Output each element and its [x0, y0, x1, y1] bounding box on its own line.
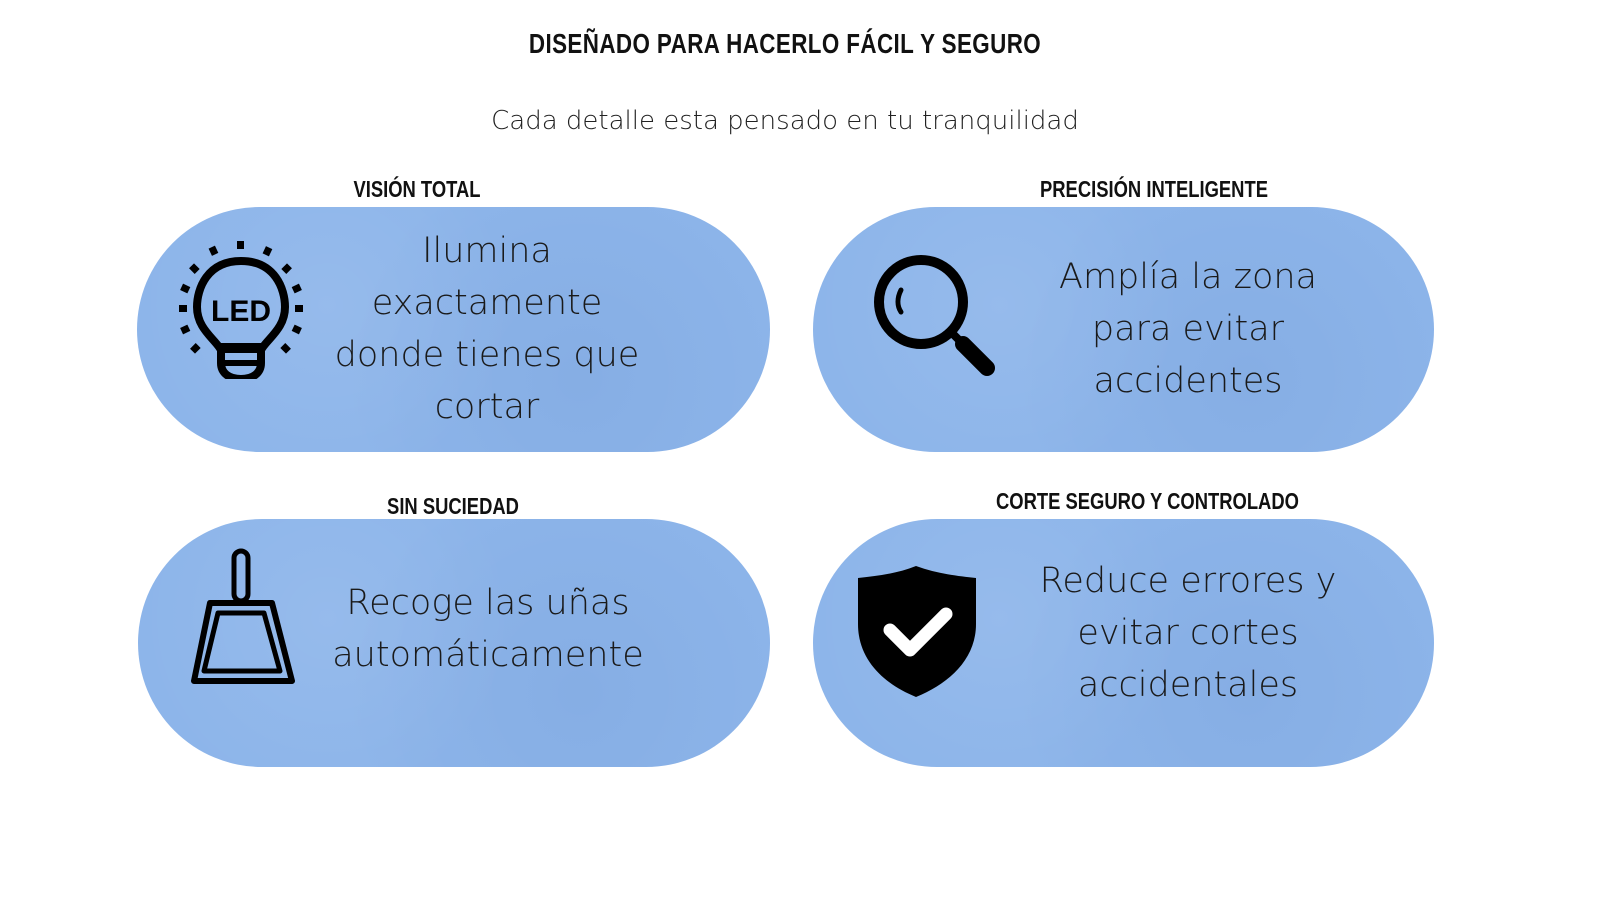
- feature-card-safe-cut: Reduce errores y evitar cortes accidenta…: [813, 519, 1434, 767]
- feature-label-precision: PRECISIÓN INTELIGENTE: [1040, 176, 1268, 202]
- feature-card-clean: Recoge las uñas automáticamente: [138, 519, 770, 767]
- feature-text-precision: Amplía la zona para evitar accidentes: [1003, 251, 1373, 407]
- text-line: accidentes: [1093, 361, 1283, 401]
- feature-text-vision: Ilumina exactamente donde tienes que cor…: [307, 225, 667, 433]
- text-line: accidentales: [1077, 665, 1299, 705]
- feature-text-clean: Recoge las uñas automáticamente: [313, 577, 663, 681]
- led-bulb-icon: LED: [179, 241, 303, 379]
- text-line: Recoge las uñas: [346, 583, 630, 623]
- text-line: donde tienes que: [334, 335, 640, 375]
- page-title: DISEÑADO PARA HACERLO FÁCIL Y SEGURO: [528, 28, 1042, 59]
- text-line: Amplía la zona: [1059, 257, 1317, 297]
- shield-check-icon: [858, 566, 976, 697]
- text-line: Reduce errores y: [1039, 561, 1337, 601]
- dustpan-icon: [191, 548, 295, 684]
- feature-card-precision: Amplía la zona para evitar accidentes: [813, 207, 1434, 452]
- text-line: cortar: [434, 387, 540, 427]
- text-line: automáticamente: [332, 635, 644, 675]
- text-line: evitar cortes: [1077, 613, 1299, 653]
- page-subtitle: Cada detalle esta pensado en tu tranquil…: [491, 106, 1079, 136]
- feature-text-safe-cut: Reduce errores y evitar cortes accidenta…: [1003, 555, 1373, 711]
- feature-label-clean: SIN SUCIEDAD: [387, 493, 519, 519]
- text-line: Ilumina: [422, 231, 552, 271]
- text-line: para evitar: [1091, 309, 1285, 349]
- magnifier-icon: [874, 255, 995, 376]
- feature-label-safe-cut: CORTE SEGURO Y CONTROLADO: [996, 488, 1299, 514]
- feature-label-vision: VISIÓN TOTAL: [353, 176, 481, 202]
- feature-card-vision: LED Ilumina exactamente donde tienes que…: [137, 207, 770, 452]
- svg-text:LED: LED: [211, 295, 271, 328]
- text-line: exactamente: [371, 283, 603, 323]
